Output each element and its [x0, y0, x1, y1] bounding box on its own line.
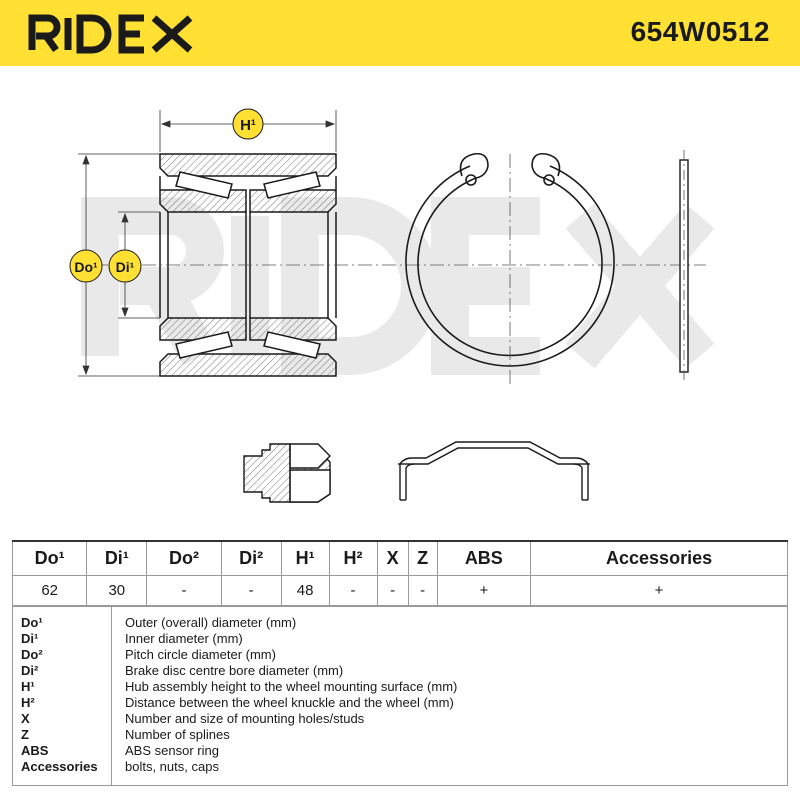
spec-table-value-row: 62 30 - - 48 - - - + + [11, 574, 788, 606]
header-h1: H¹ [280, 540, 330, 576]
ridex-logo [28, 14, 193, 54]
legend-key: H¹ [21, 679, 35, 694]
legend-row: H¹ Hub assembly height to the wheel moun… [13, 679, 789, 695]
value-di2: - [220, 574, 282, 606]
header-abs: ABS [436, 540, 532, 576]
legend-desc: Outer (overall) diameter (mm) [125, 615, 297, 630]
header-do2: Do² [146, 540, 222, 576]
header-accessories: Accessories [530, 540, 788, 576]
technical-drawing: H¹ Do¹ Di¹ [69, 108, 715, 503]
legend-key: Do² [21, 647, 43, 662]
legend-row: Do² Pitch circle diameter (mm) [13, 647, 789, 663]
dust-cap [398, 441, 590, 501]
legend-box: Do¹ Outer (overall) diameter (mm) Di¹ In… [12, 606, 788, 786]
hex-nut [243, 443, 331, 503]
legend-row: Accessories bolts, nuts, caps [13, 759, 789, 775]
outer-diameter-label: Do¹ [74, 259, 98, 275]
legend-row: Do¹ Outer (overall) diameter (mm) [13, 615, 789, 631]
legend-desc: Distance between the wheel knuckle and t… [125, 695, 454, 710]
value-z: - [407, 574, 438, 606]
value-x: - [376, 574, 409, 606]
inner-diameter-label: Di¹ [116, 259, 135, 275]
header-h2: H² [328, 540, 378, 576]
header-do1: Do¹ [11, 540, 88, 576]
legend-key: ABS [21, 743, 49, 758]
legend-divider [111, 607, 112, 785]
value-h2: - [328, 574, 378, 606]
part-number: 654W0512 [630, 16, 770, 47]
legend-row: X Number and size of mounting holes/stud… [13, 711, 789, 727]
legend-key: Z [21, 727, 29, 742]
height-label: H¹ [240, 117, 256, 134]
value-di1: 30 [86, 574, 148, 606]
legend-key: H² [21, 695, 35, 710]
legend-row: Di² Brake disc centre bore diameter (mm) [13, 663, 789, 679]
legend-desc: bolts, nuts, caps [125, 759, 219, 774]
header-di1: Di¹ [86, 540, 148, 576]
inner-diameter-badge [108, 249, 142, 283]
outer-diameter-badge [69, 249, 103, 283]
value-h1: 48 [280, 574, 330, 606]
legend-key: Di¹ [21, 631, 39, 646]
spec-table-header-row: Do¹ Di¹ Do² Di² H¹ H² X Z ABS Accessorie… [11, 540, 788, 576]
legend-desc: Number of splines [125, 727, 230, 742]
header-bar: 654W0512 [0, 0, 800, 66]
value-abs: + [436, 574, 532, 606]
value-accessories: + [530, 574, 788, 606]
legend-row: Di¹ Inner diameter (mm) [13, 631, 789, 647]
legend-row: H² Distance between the wheel knuckle an… [13, 695, 789, 711]
value-do1: 62 [11, 574, 88, 606]
legend-key: Di² [21, 663, 39, 678]
header-z: Z [407, 540, 438, 576]
legend-key: X [21, 711, 30, 726]
bearing-cross-section [159, 153, 337, 377]
legend-desc: Pitch circle diameter (mm) [125, 647, 276, 662]
header-di2: Di² [220, 540, 282, 576]
legend-desc: Brake disc centre bore diameter (mm) [125, 663, 344, 678]
legend-desc: Hub assembly height to the wheel mountin… [125, 679, 458, 694]
legend-desc: Number and size of mounting holes/studs [125, 711, 365, 726]
legend-row: Z Number of splines [13, 727, 789, 743]
header-x: X [376, 540, 409, 576]
height-badge [232, 108, 264, 140]
legend-desc: Inner diameter (mm) [125, 631, 243, 646]
spec-table: Do¹ Di¹ Do² Di² H¹ H² X Z ABS Accessorie… [11, 540, 788, 606]
legend-key: Do¹ [21, 615, 43, 630]
legend-row: ABS ABS sensor ring [13, 743, 789, 759]
legend-key: Accessories [21, 759, 98, 774]
legend-desc: ABS sensor ring [125, 743, 219, 758]
value-do2: - [146, 574, 222, 606]
